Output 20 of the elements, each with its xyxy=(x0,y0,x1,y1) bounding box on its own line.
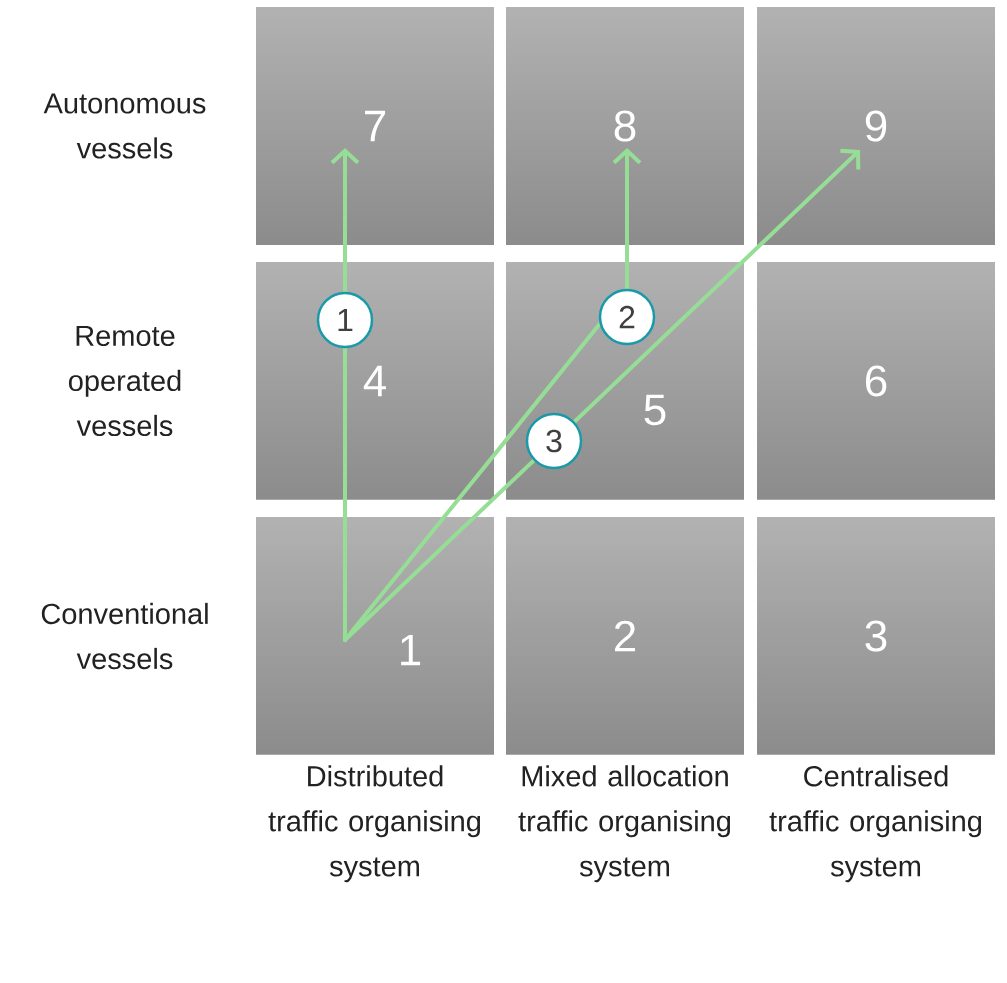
axis-label: Autonomous vessels xyxy=(43,93,206,159)
grid-cell: 8 xyxy=(614,110,636,142)
arrow xyxy=(343,148,861,642)
grid-cell: 2 xyxy=(615,620,636,652)
grid-cell: 6 xyxy=(866,365,887,397)
axis-label: Mixed allocation traffic organising system xyxy=(518,765,731,883)
axis-label: Remote operated vessels xyxy=(69,325,181,437)
axis-label: Distributed traffic organising system xyxy=(268,765,480,883)
grid-cell: 7 xyxy=(365,110,385,142)
grid-cell: 9 xyxy=(865,110,887,142)
grid-cell: 3 xyxy=(865,620,887,652)
grid-cell: 4 xyxy=(363,365,386,397)
arrow xyxy=(330,148,360,642)
axis-label: Conventional vessels xyxy=(41,602,208,670)
grid-cell: 1 xyxy=(401,634,421,666)
edge-label: 2 xyxy=(598,288,656,346)
edge-label: 3 xyxy=(525,412,583,470)
edge-label: 1 xyxy=(316,291,374,349)
axis-label: Centralised traffic organising system xyxy=(769,765,982,883)
grid-cell: 5 xyxy=(644,394,666,426)
